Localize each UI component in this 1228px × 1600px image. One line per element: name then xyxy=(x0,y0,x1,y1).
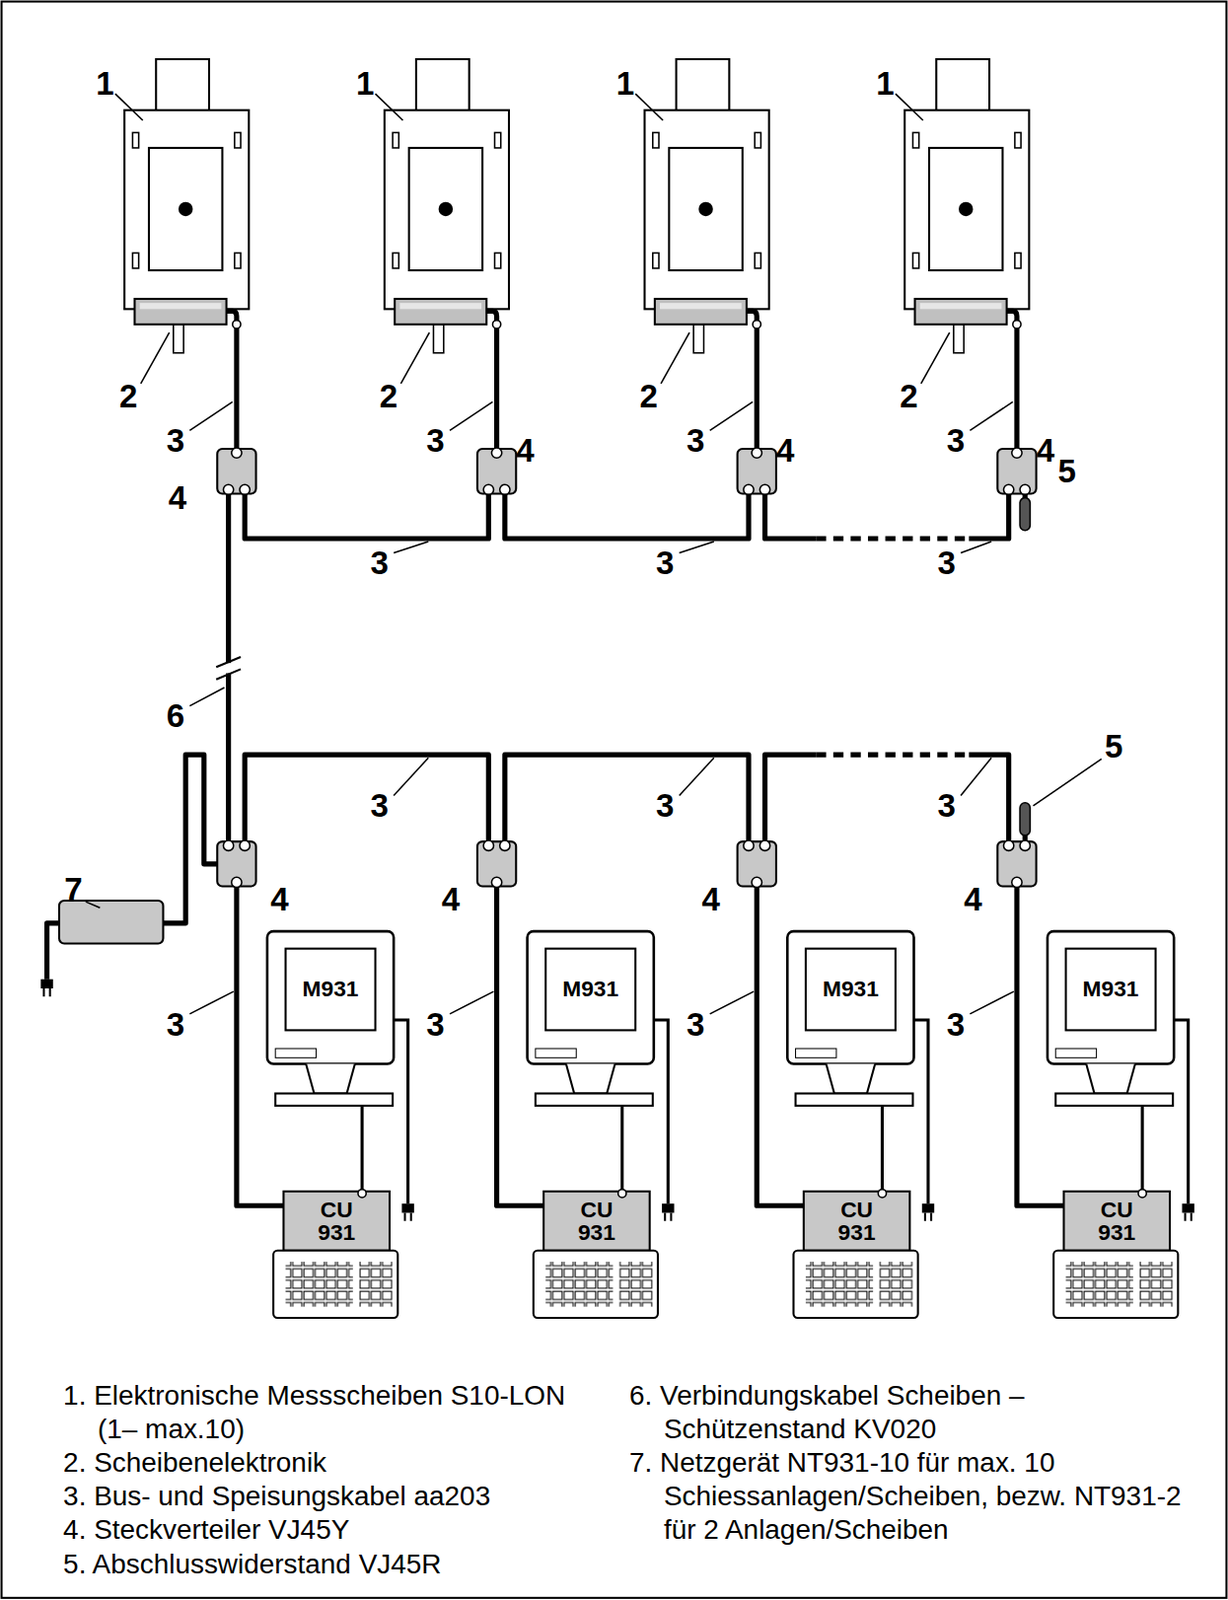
legend-item: 1. Elektronische Messscheiben S10-LON (1… xyxy=(63,1378,604,1446)
callout-number: 4 xyxy=(270,882,289,916)
callout-number: 3 xyxy=(946,1008,965,1041)
callout-number: 1 xyxy=(616,67,635,100)
leader-lines xyxy=(85,93,1102,1014)
monitor-screen: M931 xyxy=(286,948,376,1031)
power-supply xyxy=(40,900,163,997)
callout-number: 4 xyxy=(515,434,534,468)
callout-number: 2 xyxy=(119,379,138,413)
legend-item: 3. Bus- und Speisungskabel aa203 xyxy=(63,1479,604,1514)
legend-column: 6. Verbindungskabel Scheiben – Schützens… xyxy=(629,1378,1201,1548)
node-label: CU 931 xyxy=(1084,1197,1149,1245)
node-label: CU 931 xyxy=(825,1197,889,1245)
legend-item: 6. Verbindungskabel Scheiben – Schützens… xyxy=(629,1378,1201,1446)
callout-number: 4 xyxy=(776,434,795,468)
callout-number: 3 xyxy=(937,546,955,579)
callout-number: 1 xyxy=(875,67,894,100)
terminators xyxy=(1019,498,1030,836)
callout-number: 6 xyxy=(166,699,185,732)
callout-number: 7 xyxy=(64,872,82,906)
control-unit: CU 931 xyxy=(543,1191,651,1251)
monitor-screen: M931 xyxy=(805,948,896,1031)
callout-number: 3 xyxy=(369,789,388,822)
callout-number: 4 xyxy=(441,882,460,916)
targets xyxy=(124,59,1036,496)
callout-number: 3 xyxy=(686,424,705,457)
callout-number: 1 xyxy=(95,67,114,100)
callout-number: 3 xyxy=(946,424,965,457)
callout-number: 3 xyxy=(686,1008,705,1041)
callout-number: 4 xyxy=(702,882,721,916)
node-label: CU 931 xyxy=(565,1197,629,1245)
callout-number: 4 xyxy=(168,481,187,514)
legend-item: 2. Scheibenelektronik xyxy=(63,1445,604,1480)
callout-number: 4 xyxy=(1036,434,1055,468)
legend-column: 1. Elektronische Messscheiben S10-LON (1… xyxy=(63,1378,604,1582)
node-label: CU 931 xyxy=(304,1197,368,1245)
node-label: M931 xyxy=(822,977,879,1002)
callout-number: 2 xyxy=(639,379,657,413)
callout-number: 3 xyxy=(369,546,388,579)
node-label: M931 xyxy=(562,977,619,1002)
legend-item: 4. Steckverteiler VJ45Y xyxy=(63,1514,604,1548)
callout-number: 3 xyxy=(426,1008,444,1041)
control-unit: CU 931 xyxy=(803,1191,911,1251)
callout-number: 3 xyxy=(937,789,955,822)
monitor-screen: M931 xyxy=(545,948,636,1031)
control-unit: CU 931 xyxy=(1064,1191,1171,1251)
callout-number: 2 xyxy=(899,379,918,413)
callout-number: 5 xyxy=(1057,454,1076,488)
callout-number: 5 xyxy=(1104,729,1123,763)
monitor-screen: M931 xyxy=(1066,948,1156,1031)
callout-number: 3 xyxy=(655,789,674,822)
cable-break xyxy=(216,656,241,680)
node-label: M931 xyxy=(302,977,360,1002)
distributors xyxy=(216,840,1036,888)
callout-number: 1 xyxy=(356,67,374,100)
callout-number: 4 xyxy=(963,882,982,916)
callout-number: 2 xyxy=(379,379,398,413)
legend-item: 5. Abschlusswiderstand VJ45R xyxy=(63,1547,604,1582)
callout-number: 3 xyxy=(166,424,185,457)
callout-number: 3 xyxy=(655,546,674,579)
control-unit: CU 931 xyxy=(283,1191,390,1251)
callout-number: 3 xyxy=(426,424,444,457)
legend-item: 7. Netzgerät NT931-10 für max. 10 Schies… xyxy=(629,1445,1201,1547)
callout-number: 3 xyxy=(166,1008,185,1041)
node-label: M931 xyxy=(1083,977,1140,1002)
workstations xyxy=(267,931,1195,1318)
